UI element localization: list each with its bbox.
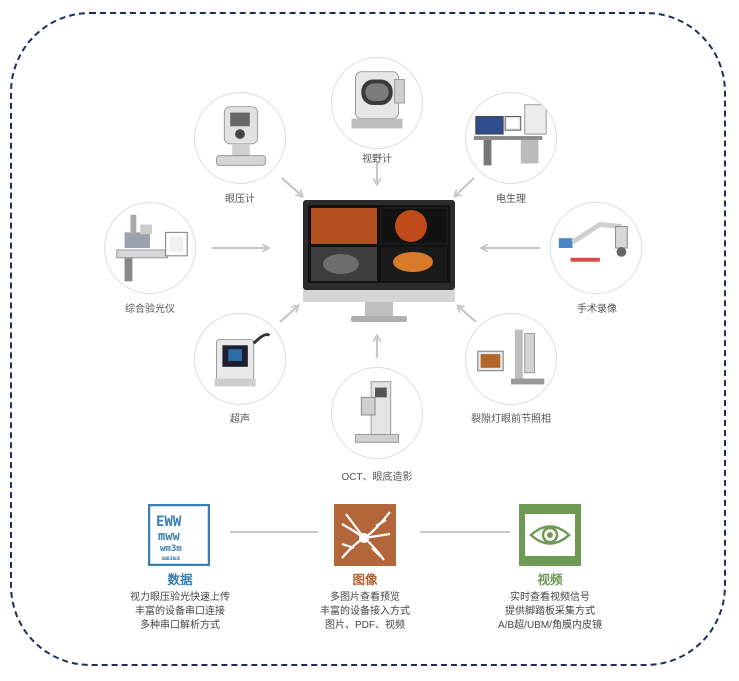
dashed-frame xyxy=(10,12,726,666)
separator-line xyxy=(420,531,510,533)
device-label: 电生理 xyxy=(496,194,526,205)
electrophysiology-icon xyxy=(473,104,547,166)
central-monitor xyxy=(303,200,455,326)
device-label: 综合验光仪 xyxy=(125,304,175,315)
feature-line: 多种串口解析方式 xyxy=(140,620,220,631)
separator-line xyxy=(230,531,318,533)
perimeter-icon xyxy=(351,71,405,129)
feature-title-video: 视频 xyxy=(537,573,563,587)
device-perimeter xyxy=(331,57,423,149)
feature-line: 多图片查看预览 xyxy=(330,592,400,603)
oct-fundus-camera-icon xyxy=(354,381,400,443)
feature-line: 丰富的设备串口连接 xyxy=(135,606,225,617)
feature-line: A/B超/UBM/角膜内皮镜 xyxy=(498,620,602,631)
svg-text:wm3m: wm3m xyxy=(160,544,182,554)
device-oct xyxy=(331,367,423,459)
tonometer-icon xyxy=(216,106,266,166)
eye-chart-icon: EWW mww wm3m ɯɯɜɯɜ xyxy=(148,504,210,566)
svg-text:EWW: EWW xyxy=(156,514,182,530)
device-slit-lamp xyxy=(465,313,557,405)
phoropter-icon xyxy=(116,214,188,282)
device-ultrasound xyxy=(194,313,286,405)
device-tonometer xyxy=(194,92,286,184)
slit-lamp-icon xyxy=(477,329,545,385)
svg-text:ɯɯɜɯɜ: ɯɯɜɯɜ xyxy=(162,555,180,562)
device-electrophysiology xyxy=(465,92,557,184)
device-label: 视野计 xyxy=(362,154,392,165)
device-surgery-recording xyxy=(550,202,642,294)
device-label: OCT、眼底造影 xyxy=(341,472,413,483)
device-label: 裂隙灯眼前节照相 xyxy=(471,414,551,425)
feature-line: 丰富的设备接入方式 xyxy=(320,606,410,617)
feature-line: 实时查看视频信号 xyxy=(510,592,590,603)
feature-title-image: 图像 xyxy=(352,573,378,587)
feature-line: 视力眼压验光快速上传 xyxy=(130,592,230,603)
feature-line: 提供脚踏板采集方式 xyxy=(505,606,595,617)
ultrasound-icon xyxy=(214,333,271,387)
device-label: 眼压计 xyxy=(225,194,255,205)
device-phoropter xyxy=(104,202,196,294)
device-label: 手术录像 xyxy=(577,304,617,315)
surgery-microscope-icon xyxy=(558,222,628,262)
feature-line: 图片、PDF、视频 xyxy=(325,620,405,631)
monitor-icon xyxy=(303,200,455,322)
feature-title-data: 数据 xyxy=(167,573,193,587)
svg-text:mww: mww xyxy=(158,529,180,543)
retina-image-icon xyxy=(334,504,396,566)
device-label: 超声 xyxy=(230,414,250,425)
eye-film-icon xyxy=(519,504,581,566)
